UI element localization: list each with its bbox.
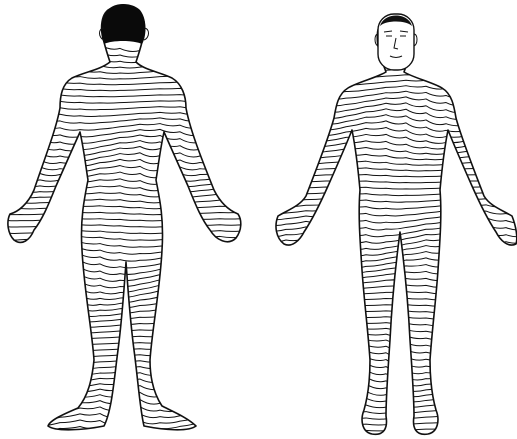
back-view-figure: [0, 0, 260, 439]
back-view-drawing: [0, 0, 260, 439]
contour-line: [266, 429, 517, 431]
contour-line: [266, 334, 517, 340]
contour-line: [0, 420, 260, 430]
front-view-figure: [266, 0, 517, 439]
contour-line: [266, 395, 517, 402]
front-view-drawing: [266, 0, 517, 439]
contour-line: [0, 389, 260, 399]
front-body-outline: [276, 15, 517, 435]
contour-line: [266, 382, 517, 392]
contour-line: [266, 369, 517, 380]
contour-line: [266, 389, 517, 398]
contour-line: [0, 330, 260, 333]
contour-line: [266, 375, 517, 386]
contour-line: [266, 363, 517, 374]
contour-line: [0, 343, 260, 345]
contour-line: [0, 377, 260, 384]
contour-line: [266, 409, 517, 414]
contour-line: [266, 351, 517, 361]
contour-line: [0, 427, 260, 436]
contour-line: [0, 361, 260, 365]
contour-line: [0, 414, 260, 424]
contour-line: [266, 416, 517, 420]
contour-line: [0, 383, 260, 392]
contour-line: [0, 401, 260, 412]
contour-line: [0, 349, 260, 351]
contour-line: [0, 323, 260, 327]
contour-line: [0, 395, 260, 406]
contour-line: [266, 340, 517, 347]
contour-line: [266, 328, 517, 332]
contour-line: [0, 407, 260, 418]
contour-line: [0, 366, 260, 371]
contour-line: [266, 345, 517, 354]
contour-line: [266, 402, 517, 408]
back-body-outline: [8, 5, 241, 430]
contour-line: [0, 336, 260, 339]
contour-line: [266, 357, 517, 367]
contour-line: [0, 372, 260, 378]
contour-line: [266, 422, 517, 425]
contour-line: [0, 355, 260, 358]
contour-line: [266, 435, 517, 437]
